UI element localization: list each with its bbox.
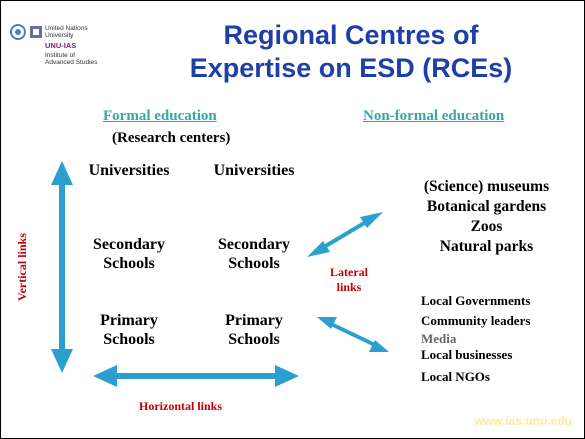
botanical-gardens: Botanical gardens bbox=[426, 198, 547, 215]
secondary-schools-1: Secondary Schools bbox=[79, 235, 179, 273]
schools-label-1b: Schools bbox=[103, 331, 155, 348]
lateral-label-line1: Lateral bbox=[330, 265, 368, 279]
unu-logo: United Nations University UNU-IAS Instit… bbox=[7, 23, 117, 93]
footer-url[interactable]: www.ias.unu.edu bbox=[474, 414, 572, 428]
title-line1: Regional Centres of bbox=[223, 20, 479, 50]
un-emblem-icon bbox=[10, 24, 26, 40]
primary-label-1: Primary bbox=[100, 312, 158, 329]
horizontal-arrow bbox=[93, 365, 299, 387]
nonformal-group-institutions: (Science) museums Botanical gardens Zoos… bbox=[399, 177, 574, 257]
schools-label-2: Schools bbox=[228, 255, 280, 272]
formal-education-header: Formal education bbox=[103, 108, 217, 124]
primary-schools-1: Primary Schools bbox=[79, 311, 179, 349]
nonformal-group-community: Local Governments Community leaders Medi… bbox=[421, 292, 581, 385]
slide-title: Regional Centres of Expertise on ESD (RC… bbox=[121, 19, 581, 85]
secondary-label-2: Secondary bbox=[218, 236, 290, 253]
research-centers-label: (Research centers) bbox=[112, 130, 231, 146]
primary-schools-2: Primary Schools bbox=[204, 311, 304, 349]
local-ngos: Local NGOs bbox=[421, 369, 490, 384]
universities-2: Universities bbox=[213, 162, 295, 179]
zoos: Zoos bbox=[470, 218, 503, 235]
lateral-links-label: Lateral links bbox=[319, 265, 379, 295]
community-leaders: Community leaders bbox=[421, 313, 531, 328]
lateral-label-line2: links bbox=[336, 280, 362, 294]
vertical-arrow bbox=[51, 161, 73, 373]
nonformal-education-header: Non-formal education bbox=[363, 108, 505, 124]
lateral-arrow-lower bbox=[317, 317, 389, 352]
primary-label-2: Primary bbox=[225, 312, 283, 329]
title-line2: Expertise on ESD (RCEs) bbox=[189, 53, 513, 83]
local-governments: Local Governments bbox=[421, 293, 531, 308]
logo-org3: Institute of bbox=[45, 52, 75, 59]
lateral-arrow-upper bbox=[307, 212, 383, 257]
media: Media bbox=[421, 331, 457, 346]
unu-mark-icon bbox=[30, 26, 42, 38]
logo-org3b: Advanced Studies bbox=[45, 59, 98, 66]
schools-label-1: Schools bbox=[103, 255, 155, 272]
secondary-label-1: Secondary bbox=[93, 236, 165, 253]
logo-org1: United Nations bbox=[45, 25, 88, 32]
science-museums: (Science) museums bbox=[423, 178, 550, 195]
logo-org1b: University bbox=[45, 32, 74, 39]
logo-org2: UNU-IAS bbox=[45, 41, 77, 50]
horizontal-links-label: Horizontal links bbox=[139, 399, 223, 413]
secondary-schools-2: Secondary Schools bbox=[204, 235, 304, 273]
natural-parks: Natural parks bbox=[439, 238, 534, 255]
local-businesses: Local businesses bbox=[421, 347, 513, 362]
schools-label-2b: Schools bbox=[228, 331, 280, 348]
universities-1: Universities bbox=[88, 162, 170, 179]
